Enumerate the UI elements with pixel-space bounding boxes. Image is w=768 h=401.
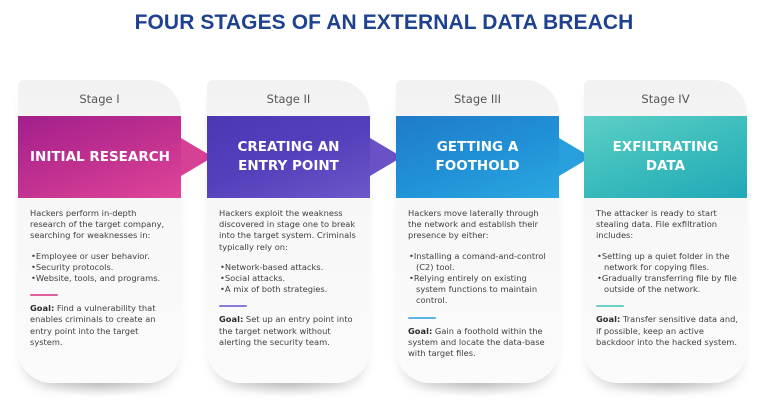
- stage-heading: INITIAL RESEARCH: [30, 148, 170, 165]
- stage-banner: CREATING AN ENTRY POINT: [207, 116, 402, 198]
- list-item: Setting up a quiet folder in the network…: [596, 251, 739, 273]
- stage-body: Hackers perform in-depth research of the…: [30, 208, 173, 348]
- stage-heading: CREATING AN ENTRY POINT: [237, 139, 340, 174]
- goal-label: Goal:: [219, 314, 244, 325]
- stage-banner: EXFILTRATING DATA: [584, 116, 747, 198]
- stage-bullet-list: Employee or user behavior. Security prot…: [30, 251, 173, 285]
- stage-label: Stage II: [266, 92, 311, 106]
- list-item: Security protocols.: [30, 262, 173, 273]
- goal-text: Transfer sensitive data and, if possible…: [596, 314, 739, 347]
- stage-description: The attacker is ready to start stealing …: [596, 208, 718, 241]
- stage-card-1: Stage I INITIAL RESEARCH Hackers perform…: [18, 80, 213, 397]
- divider: [408, 316, 436, 319]
- list-item: A mix of both strategies.: [219, 284, 362, 295]
- divider: [30, 294, 58, 297]
- stage-description: Hackers exploit the weakness discovered …: [219, 208, 356, 252]
- stage-card-2: Stage II CREATING AN ENTRY POINT Hackers…: [207, 80, 402, 397]
- stage-body: Hackers exploit the weakness discovered …: [219, 208, 362, 348]
- stage-body: Hackers move laterally through the netwo…: [408, 208, 551, 359]
- goal-text: Find a vulnerability that enables crimin…: [30, 303, 156, 347]
- stage-bullet-list: Setting up a quiet folder in the network…: [596, 251, 739, 296]
- stage-label: Stage I: [79, 92, 120, 106]
- stage-goal: Goal: Find a vulnerability that enables …: [30, 303, 173, 348]
- stage-banner: GETTING A FOOTHOLD: [396, 116, 591, 198]
- stage-card-4: Stage IV EXFILTRATING DATA The attacker …: [584, 80, 747, 397]
- stage-description: Hackers perform in-depth research of the…: [30, 208, 165, 241]
- stage-heading: GETTING A FOOTHOLD: [435, 139, 520, 174]
- goal-label: Goal:: [596, 314, 621, 325]
- stage-goal: Goal: Transfer sensitive data and, if po…: [596, 314, 739, 348]
- stage-heading: EXFILTRATING DATA: [612, 139, 719, 174]
- goal-label: Goal:: [408, 325, 433, 336]
- list-item: Relying entirely on existing system func…: [408, 273, 551, 307]
- goal-text: Set up an entry point into the target ne…: [219, 314, 353, 347]
- stage-label: Stage III: [453, 92, 502, 106]
- goal-text: Gain a foothold within the system and lo…: [408, 325, 545, 359]
- stage-bullet-list: Network-based attacks. Social attacks. A…: [219, 262, 362, 296]
- divider: [219, 305, 247, 308]
- stage-description: Hackers move laterally through the netwo…: [408, 208, 539, 241]
- stage-banner: INITIAL RESEARCH: [18, 116, 213, 198]
- list-item: Gradually transferring file by file outs…: [596, 273, 739, 295]
- goal-label: Goal:: [30, 303, 55, 314]
- list-item: Installing a comand-and-control (C2) too…: [408, 251, 551, 273]
- stage-card-3: Stage III GETTING A FOOTHOLD Hackers mov…: [396, 80, 591, 397]
- list-item: Network-based attacks.: [219, 262, 362, 273]
- stage-goal: Goal: Gain a foothold within the system …: [408, 326, 551, 360]
- stage-label: Stage IV: [641, 92, 690, 106]
- stage-body: The attacker is ready to start stealing …: [596, 208, 739, 348]
- page-title: FOUR STAGES OF AN EXTERNAL DATA BREACH: [134, 11, 634, 34]
- list-item: Website, tools, and programs.: [30, 273, 173, 284]
- divider: [596, 305, 624, 308]
- list-item: Employee or user behavior.: [30, 251, 173, 262]
- list-item: Social attacks.: [219, 273, 362, 284]
- stage-goal: Goal: Set up an entry point into the tar…: [219, 314, 362, 348]
- stage-bullet-list: Installing a comand-and-control (C2) too…: [408, 251, 551, 307]
